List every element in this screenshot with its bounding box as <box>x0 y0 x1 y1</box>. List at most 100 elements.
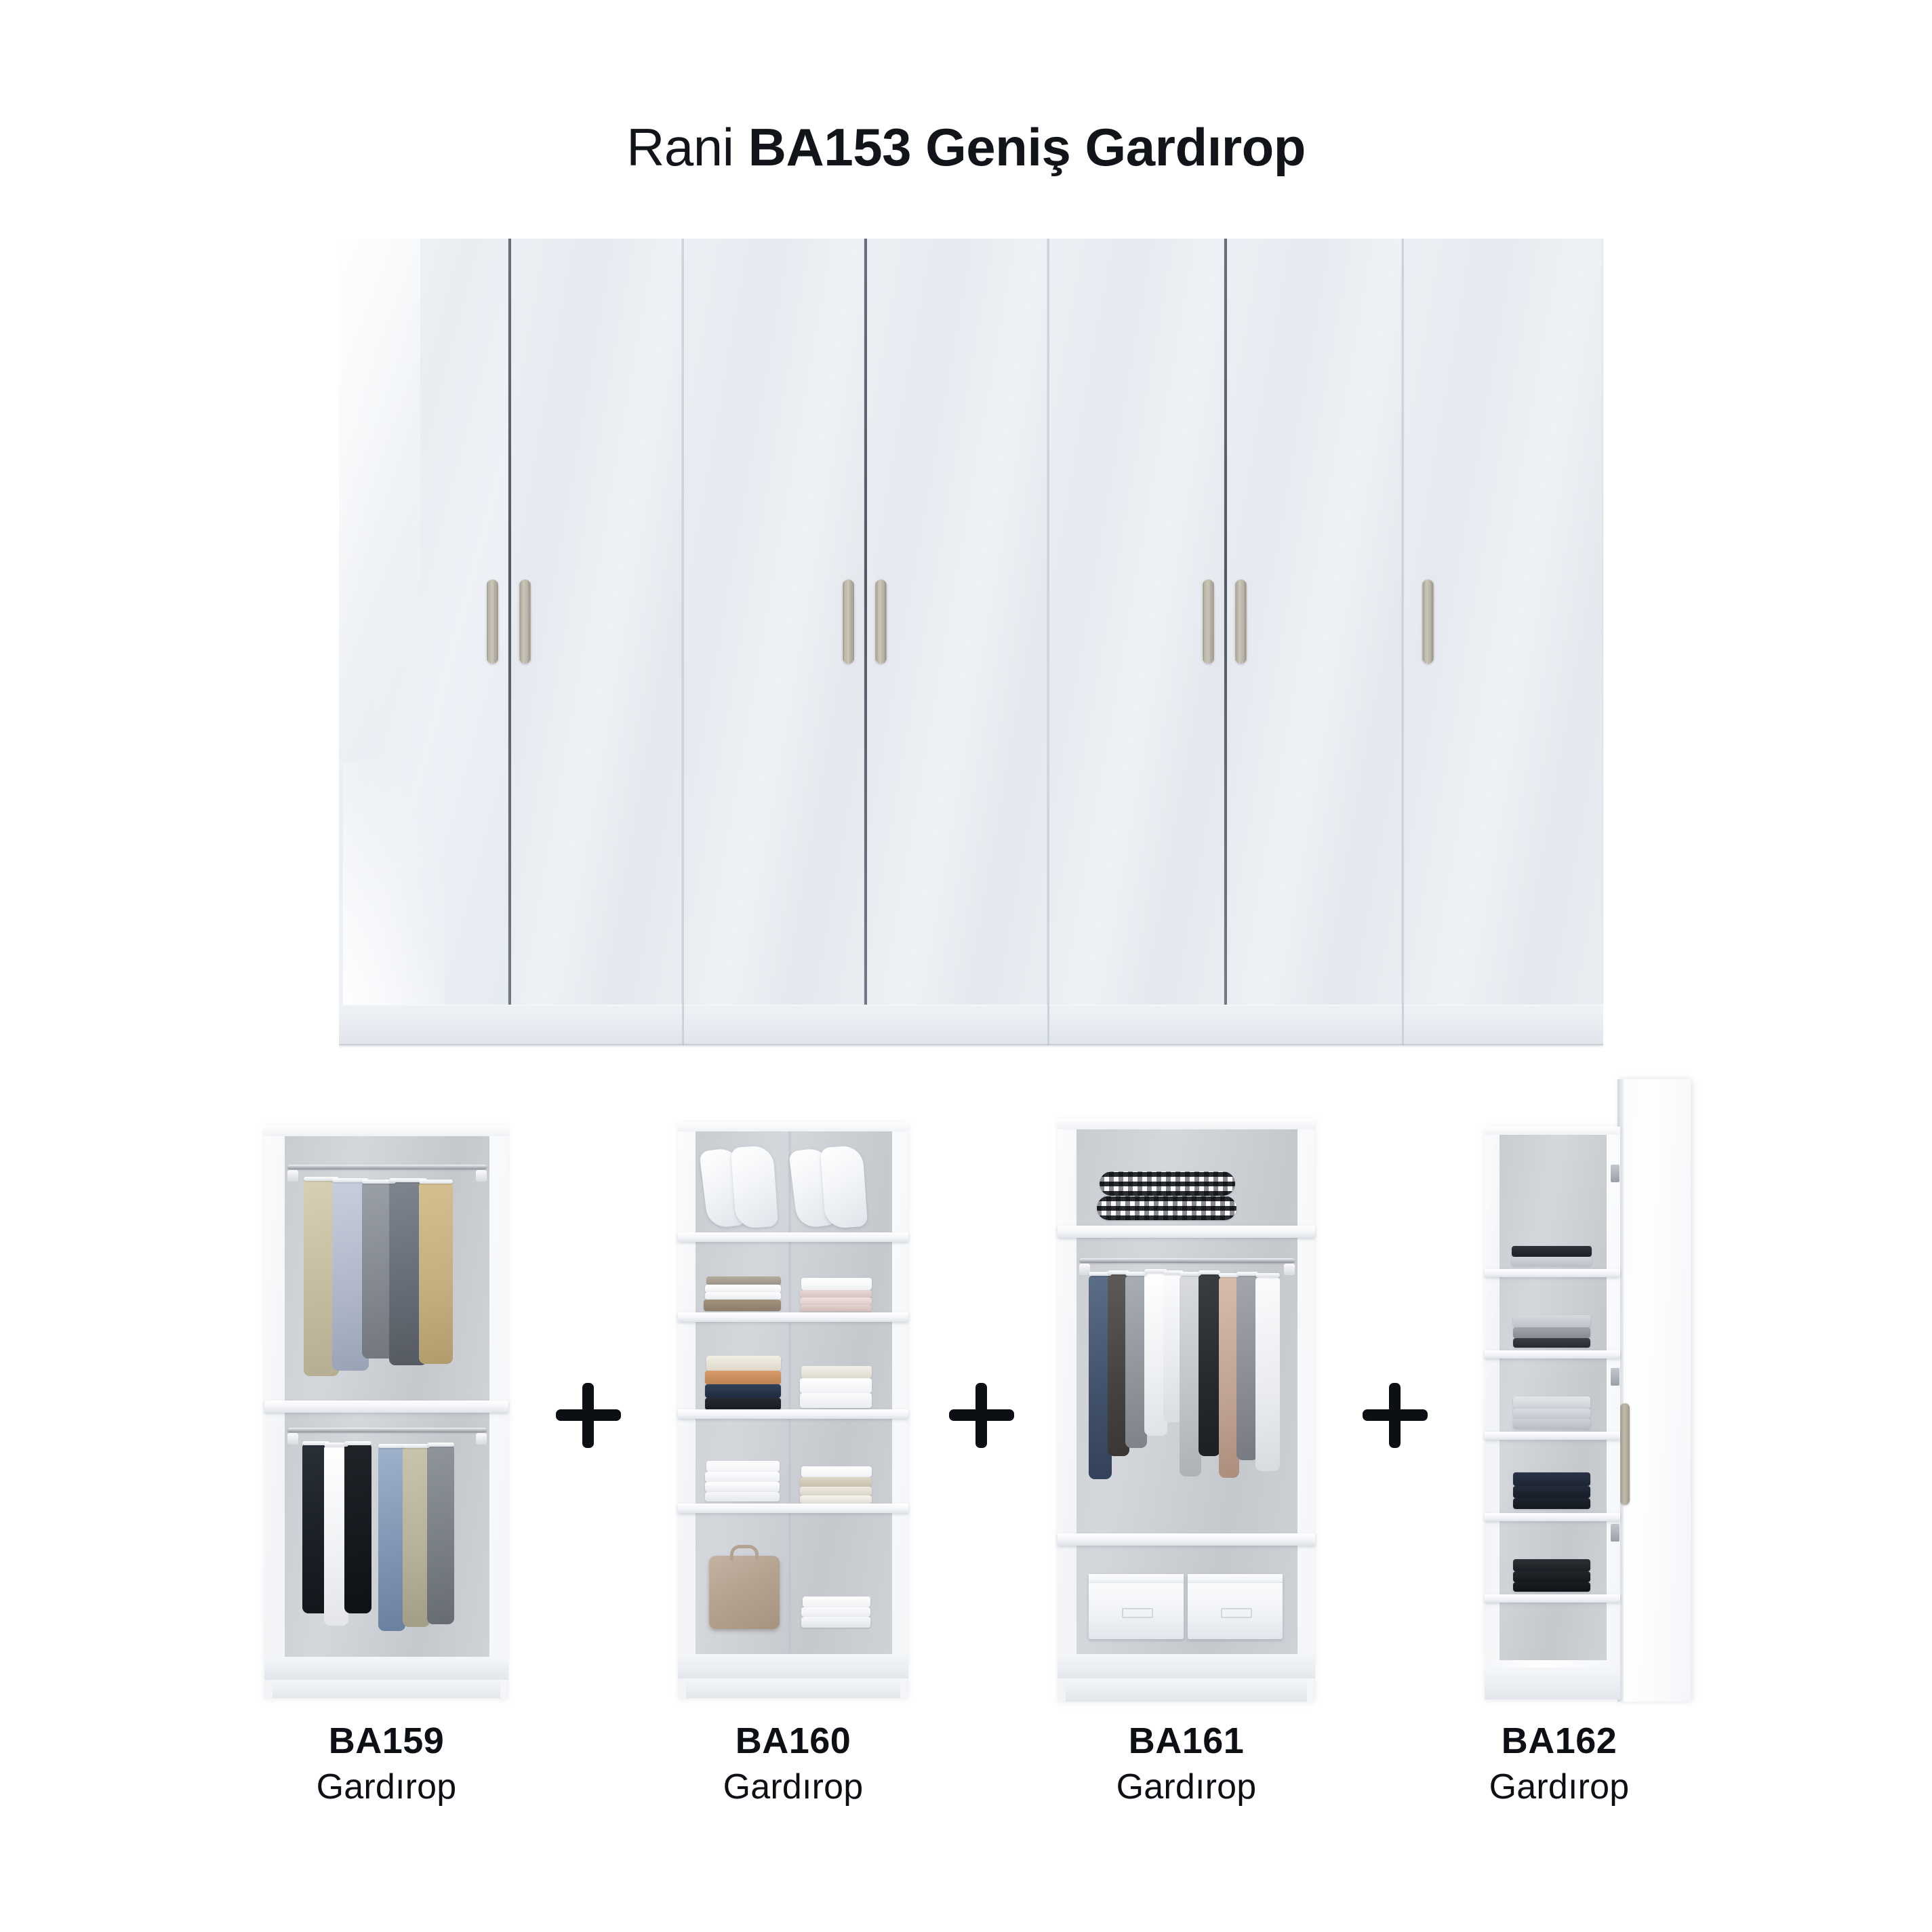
ba160-pillow-4 <box>820 1144 868 1230</box>
ba160-shelf-1 <box>678 1232 908 1242</box>
ba160-fold-a2 <box>705 1285 781 1293</box>
ba162-hinge-mid <box>1611 1368 1619 1386</box>
ba160-base <box>678 1654 908 1678</box>
wardrobe-doors-panel <box>339 239 1603 1005</box>
separator-plus-1 <box>556 1383 621 1448</box>
ba162-stack-2c <box>1513 1338 1590 1348</box>
ba162-stack-4 <box>1513 1472 1590 1486</box>
door-handle-5[interactable] <box>1203 580 1214 664</box>
ba161-box-2-handle <box>1221 1608 1252 1618</box>
wardrobe-door-7[interactable] <box>1404 239 1603 1005</box>
ba161-hanger-1 <box>1089 1272 1112 1276</box>
separator-plus-2 <box>949 1383 1014 1448</box>
ba161-code: BA161 <box>1128 1720 1245 1761</box>
ba162-door-edge <box>1617 1079 1624 1702</box>
ba160-fold-b4 <box>800 1305 872 1312</box>
ba161-shelf-bottom <box>1058 1533 1315 1546</box>
ba162-code: BA162 <box>1501 1720 1617 1761</box>
ba162-hinge-top <box>1611 1165 1619 1182</box>
ba160-fold-b2 <box>800 1290 872 1297</box>
ba162-stack-1 <box>1512 1246 1592 1257</box>
ba160-kind: Gardırop <box>723 1767 864 1807</box>
ba161-kind: Gardırop <box>1116 1767 1257 1807</box>
wardrobe-door-1[interactable] <box>339 239 508 1005</box>
ba161-garment-10 <box>1255 1277 1280 1471</box>
ba160-fold-f2 <box>800 1477 872 1487</box>
door-handle-1[interactable] <box>487 580 498 664</box>
ba161-storage-box-1 <box>1089 1574 1184 1639</box>
module-ba160 <box>678 1122 908 1698</box>
ba160-fold-g1 <box>803 1596 870 1607</box>
ba161-top-panel <box>1058 1119 1315 1129</box>
ba159-lower-hanger-3 <box>344 1441 371 1445</box>
ba161-storage-box-2 <box>1188 1574 1283 1639</box>
module-label-ba161: BA161 Gardırop <box>1071 1722 1302 1813</box>
ba159-lower-hanger-1 <box>302 1441 329 1445</box>
ba160-fold-c2 <box>705 1371 781 1384</box>
ba160-fold-f1 <box>801 1466 872 1477</box>
page-title-brand: Rani <box>626 117 748 177</box>
ba160-fold-b1 <box>801 1278 872 1290</box>
ba161-hanging-rail <box>1079 1258 1295 1263</box>
door-handle-3[interactable] <box>843 580 854 664</box>
ba160-fold-f3 <box>800 1487 872 1495</box>
ba159-base <box>264 1657 508 1680</box>
carcass-seam-3 <box>1402 239 1404 1005</box>
ba160-fold-a1 <box>706 1276 781 1285</box>
ba162-hinge-bottom <box>1611 1524 1619 1542</box>
module-label-ba159: BA159 Gardırop <box>271 1722 502 1813</box>
door-gap-1 <box>508 239 511 1005</box>
ba159-upper-hanger-1 <box>304 1177 339 1181</box>
separator-plus-3 <box>1363 1383 1428 1448</box>
ba159-kind: Gardırop <box>316 1767 457 1807</box>
ba161-shelf-top <box>1058 1226 1315 1238</box>
ba159-lower-rail-bracket-right <box>476 1433 487 1445</box>
wardrobe-door-5[interactable] <box>1049 239 1224 1005</box>
ba162-top-panel <box>1485 1127 1620 1135</box>
ba162-stack-5b <box>1513 1571 1590 1582</box>
wardrobe-door-6[interactable] <box>1227 239 1402 1005</box>
module-ba159 <box>264 1125 508 1698</box>
ba161-hanger-2 <box>1108 1270 1129 1274</box>
ba160-shelf-4 <box>678 1504 908 1513</box>
ba160-fold-f4 <box>800 1495 872 1504</box>
module-row <box>0 1079 1932 1763</box>
door-handle-2[interactable] <box>519 580 531 664</box>
ba160-fold-e1 <box>706 1461 780 1472</box>
ba162-door-handle[interactable] <box>1620 1403 1630 1505</box>
ba162-kind: Gardırop <box>1489 1767 1630 1807</box>
ba162-stack-4c <box>1513 1498 1590 1509</box>
ba159-lower-rail <box>287 1428 487 1432</box>
ba162-stack-4b <box>1513 1486 1590 1498</box>
ba160-shelf-2 <box>678 1312 908 1322</box>
ba160-fold-c1 <box>706 1356 781 1371</box>
ba162-shelf-2 <box>1485 1350 1620 1359</box>
door-gap-2 <box>864 239 867 1005</box>
wardrobe-door-4[interactable] <box>867 239 1047 1005</box>
ba161-garment-3 <box>1125 1276 1147 1448</box>
ba162-open-door[interactable] <box>1617 1079 1691 1702</box>
ba162-stack-3 <box>1513 1396 1590 1409</box>
ba161-base <box>1058 1654 1315 1678</box>
ba161-hanger-6 <box>1180 1272 1201 1276</box>
wardrobe-door-3[interactable] <box>684 239 864 1005</box>
ba162-shelf-1 <box>1485 1269 1620 1277</box>
ba160-vertical-divider <box>788 1131 791 1667</box>
door-handle-6[interactable] <box>1235 580 1247 664</box>
ba159-lower-rail-bracket-left <box>287 1433 298 1445</box>
carcass-seam-2 <box>1047 239 1049 1005</box>
ba161-garment-9 <box>1236 1276 1258 1460</box>
door-handle-7[interactable] <box>1422 580 1434 664</box>
wardrobe-door-2[interactable] <box>511 239 682 1005</box>
ba162-stack-2 <box>1513 1315 1590 1327</box>
ba162-stack-5 <box>1513 1559 1590 1571</box>
wardrobe-floor-shadow <box>339 1044 1603 1048</box>
ba160-fold-e3 <box>705 1482 780 1492</box>
ba160-fold-c3 <box>705 1384 781 1398</box>
ba160-fold-d2 <box>800 1378 872 1393</box>
ba161-rail-bracket-left <box>1079 1264 1090 1275</box>
door-handle-4[interactable] <box>875 580 887 664</box>
ba159-upper-hanger-5 <box>419 1180 453 1184</box>
ba162-base <box>1485 1668 1620 1699</box>
plinth-divider-2 <box>1047 1005 1049 1045</box>
